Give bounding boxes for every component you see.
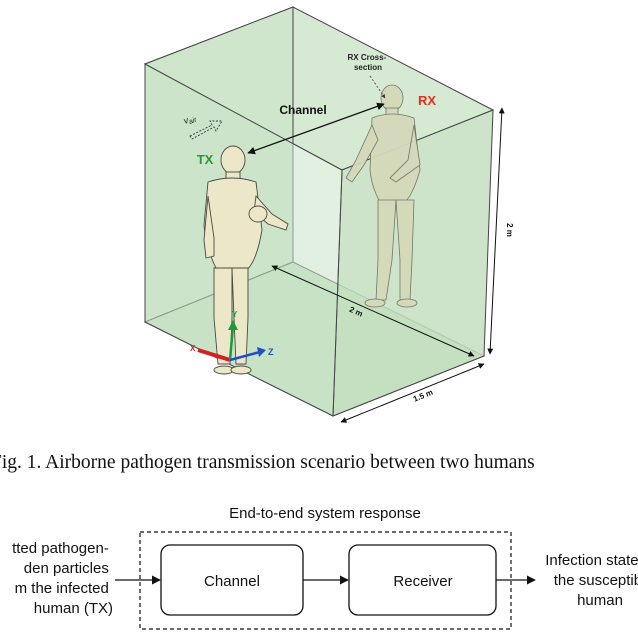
dimension-height: 2 m	[487, 107, 514, 355]
channel-label: Channel	[279, 103, 326, 117]
rx-cross-section-line-2: section	[354, 63, 382, 72]
input-line-2: den particles	[24, 560, 109, 577]
output-line-1: Infection state	[545, 552, 638, 569]
axis-z-head	[257, 347, 266, 357]
axis-z-line	[229, 350, 261, 362]
diagram-title: End-to-end system response	[229, 505, 421, 522]
system-boundary	[139, 531, 512, 630]
airflow-arrow: vair	[182, 112, 223, 140]
rx-label: RX	[418, 93, 436, 108]
input-description: tted pathogen- den particles m the infec…	[12, 540, 113, 617]
input-line-3: m the infected	[15, 580, 109, 597]
axis-x-label: X	[190, 344, 196, 353]
system-block-diagram: End-to-end system response tted pathogen…	[12, 505, 638, 630]
figure-caption: Fig. 1. Airborne pathogen transmission s…	[0, 452, 535, 473]
axis-z-label: Z	[268, 347, 274, 357]
coordinate-axes: X Y Z	[190, 310, 274, 362]
rx-cross-section-line-1: RX Cross-	[348, 53, 387, 62]
axis-y-label: Y	[232, 310, 238, 319]
v-air-label: vair	[182, 112, 199, 128]
axis-y-line	[228, 325, 235, 361]
axis-y-head	[228, 320, 238, 330]
room-box	[143, 6, 495, 417]
rx-cross-section-pointer	[369, 75, 386, 99]
input-line-4: human (TX)	[34, 600, 113, 617]
tx-label: TX	[197, 152, 214, 167]
rx-cross-section-label: RX Cross- section	[348, 53, 389, 72]
transmission-scene: Channel RX Cross- section RX TX vair 2 m…	[143, 6, 514, 423]
channel-block-label: Channel	[204, 573, 260, 590]
axis-x-line	[197, 348, 231, 362]
tx-human	[203, 145, 289, 375]
dim-height-label: 2 m	[505, 223, 514, 237]
output-line-2: the susceptib	[554, 572, 638, 589]
channel-arrow	[247, 102, 385, 155]
dim-width-label: 1.5 m	[412, 388, 434, 404]
output-line-3: human	[577, 592, 623, 609]
input-line-1: tted pathogen-	[12, 540, 109, 557]
output-description: Infection state the susceptib human	[545, 552, 638, 609]
receiver-block-label: Receiver	[393, 573, 452, 590]
rx-human	[345, 84, 421, 308]
